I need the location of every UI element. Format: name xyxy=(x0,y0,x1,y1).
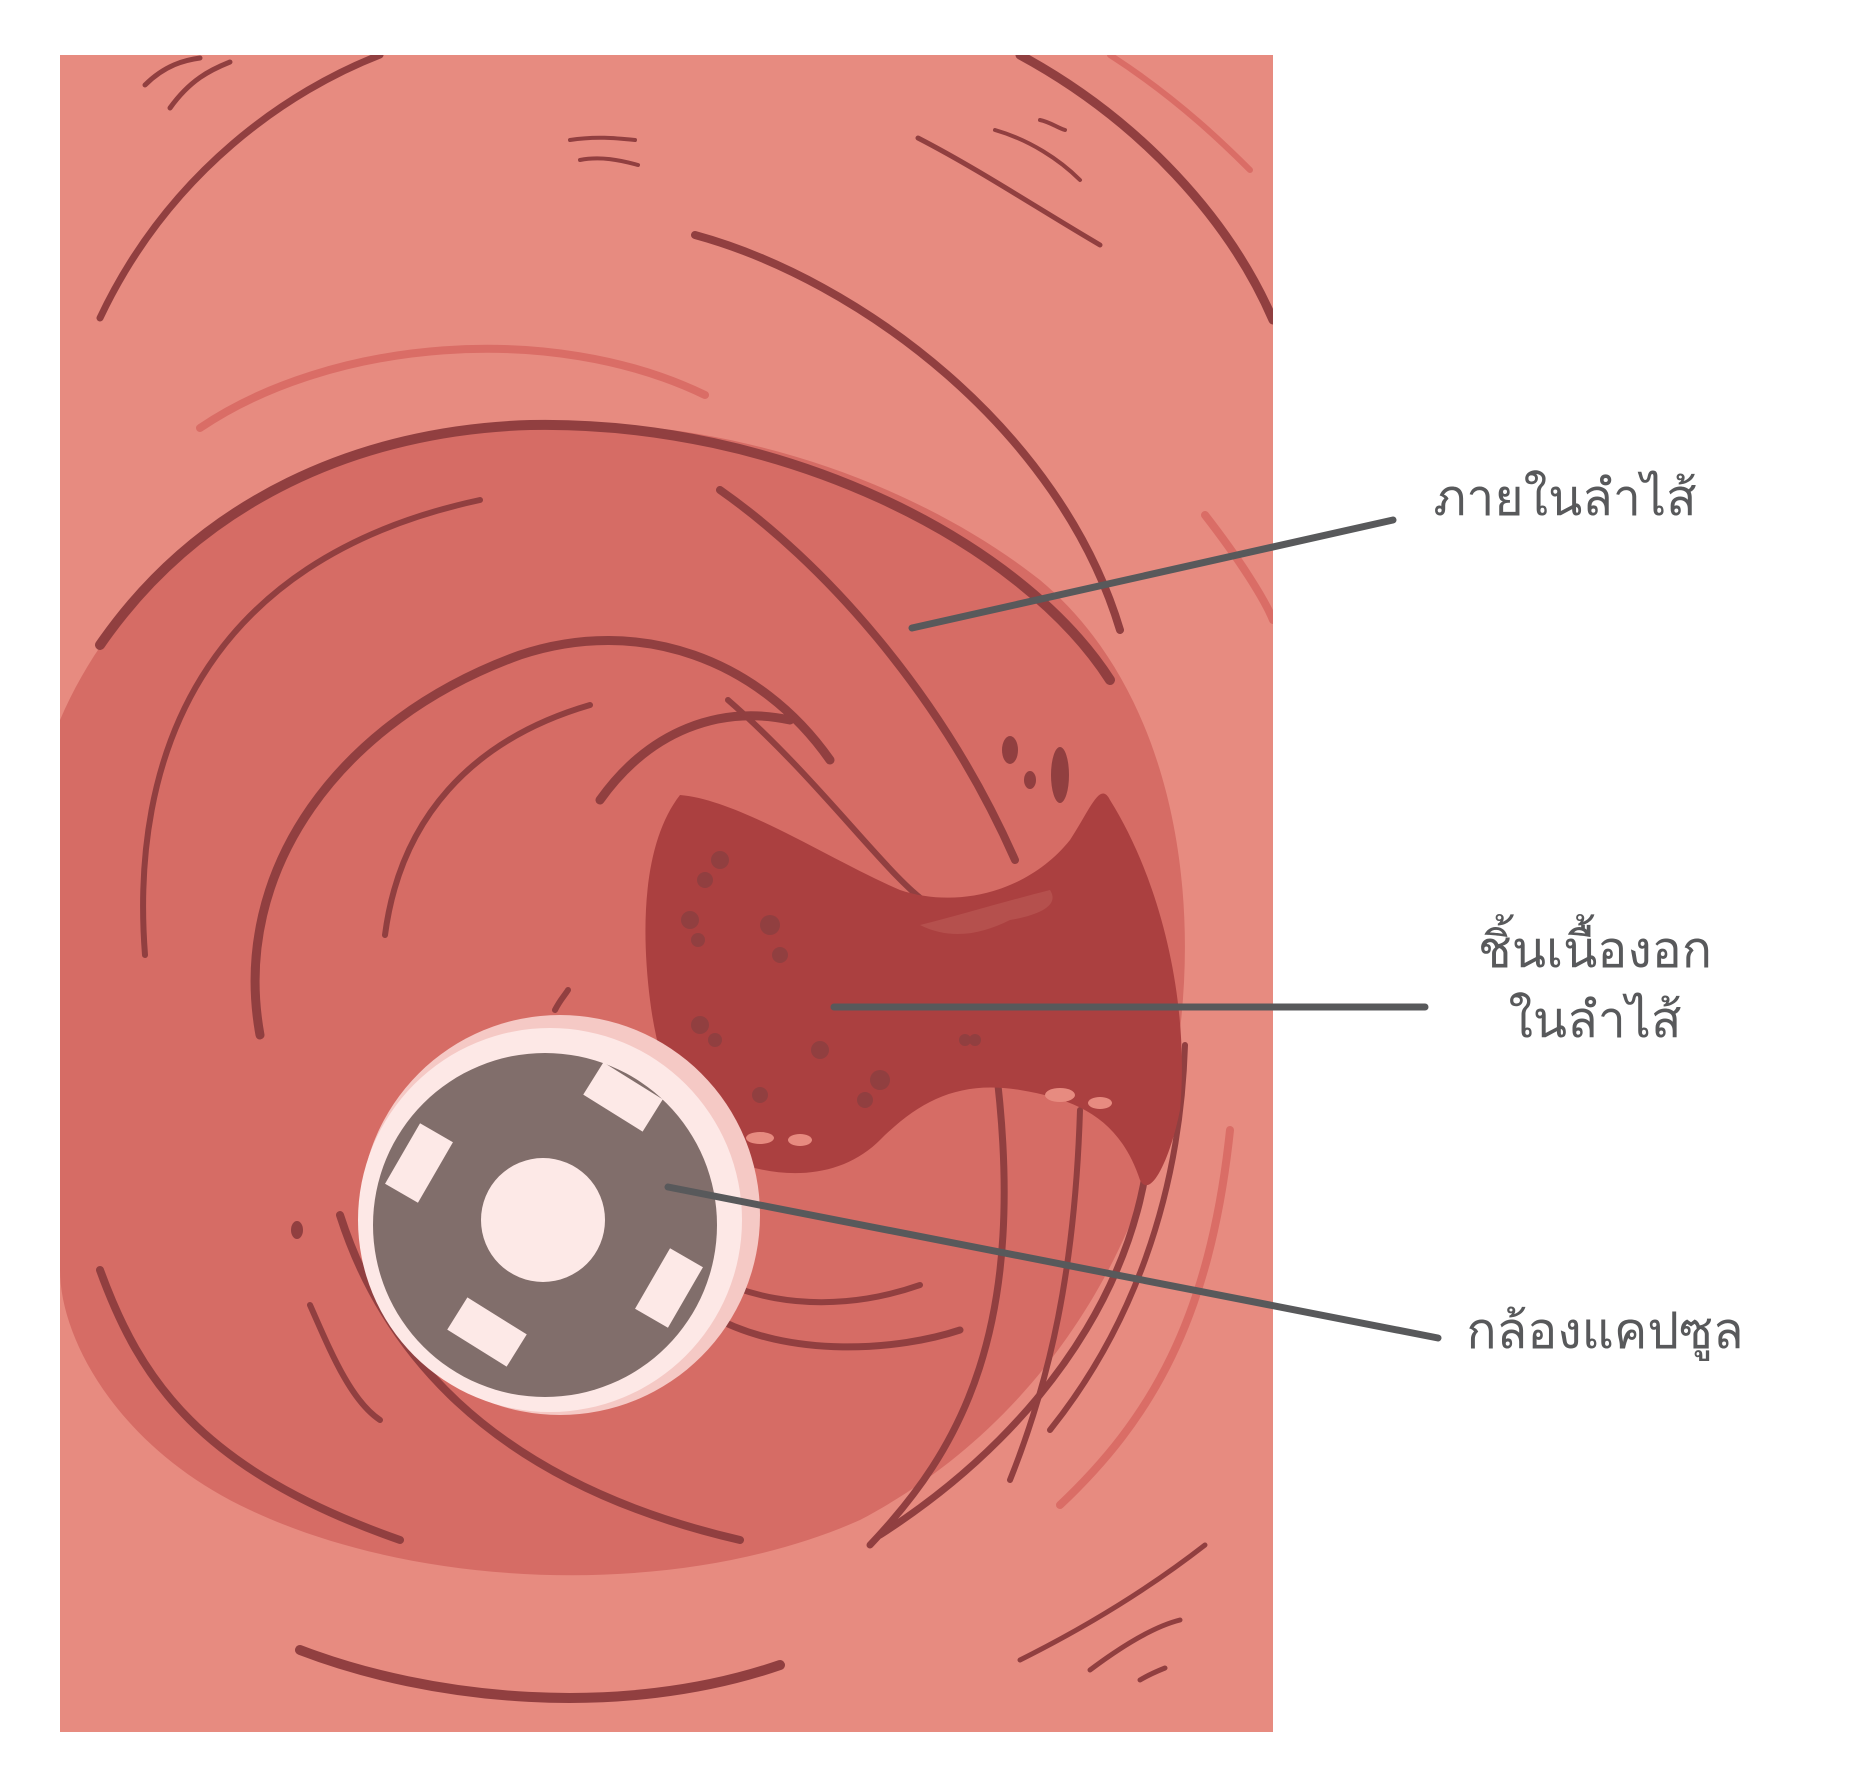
label-intestine: ภายในลำไส้ xyxy=(1420,463,1710,533)
label-polyp-line2: ในลำไส้ xyxy=(1508,991,1682,1049)
capsule-lens xyxy=(481,1158,605,1282)
label-polyp: ชิ้นเนื้องอก ในลำไส้ xyxy=(1450,915,1740,1055)
capsule-camera xyxy=(358,1015,760,1415)
capsule-led-left xyxy=(385,1123,453,1203)
light-folds xyxy=(196,55,1273,1509)
polyp-fold-highlight xyxy=(920,890,1053,935)
label-capsule: กล้องแคปซูล xyxy=(1440,1296,1770,1366)
capsule-led-right xyxy=(635,1248,703,1328)
label-capsule-text: กล้องแคปซูล xyxy=(1466,1302,1744,1360)
polyp-light-marks xyxy=(746,1088,1112,1146)
label-polyp-line1: ชิ้นเนื้องอก xyxy=(1477,921,1713,979)
inner-folds xyxy=(95,419,1188,1549)
leader-line-capsule xyxy=(664,1183,1442,1342)
fold-marks xyxy=(291,736,1069,1239)
label-intestine-text: ภายในลำไส้ xyxy=(1433,469,1697,527)
capsule-led-top xyxy=(583,1062,663,1132)
outer-folds xyxy=(96,55,1273,1703)
polyp-spots xyxy=(681,851,981,1108)
capsule-led-bottom xyxy=(447,1297,527,1367)
leader-line-intestine xyxy=(908,516,1397,632)
